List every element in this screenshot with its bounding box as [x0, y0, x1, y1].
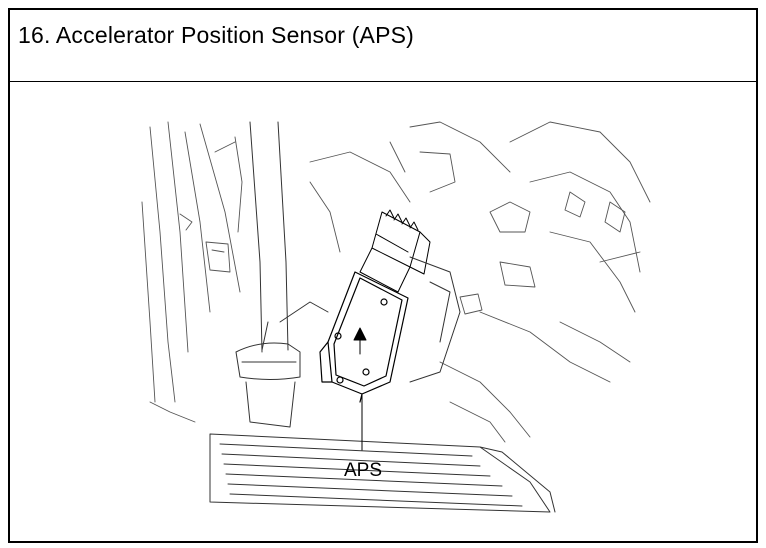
aps-callout-label: APS	[344, 460, 383, 481]
arrow-icon	[353, 327, 367, 355]
pedal-arm	[235, 121, 301, 428]
title-bar: 16. Accelerator Position Sensor (APS)	[10, 10, 756, 82]
accelerator-pedal	[209, 433, 556, 513]
right-structure-lines	[309, 121, 651, 443]
page-title: 16. Accelerator Position Sensor (APS)	[18, 22, 415, 48]
left-structure-lines	[141, 121, 243, 423]
line-drawing	[141, 121, 651, 513]
aps-connector	[359, 209, 431, 293]
mounting-bracket	[279, 256, 461, 383]
figure-frame: 16. Accelerator Position Sensor (APS)	[8, 8, 758, 543]
aps-illustration: APS	[10, 82, 756, 541]
